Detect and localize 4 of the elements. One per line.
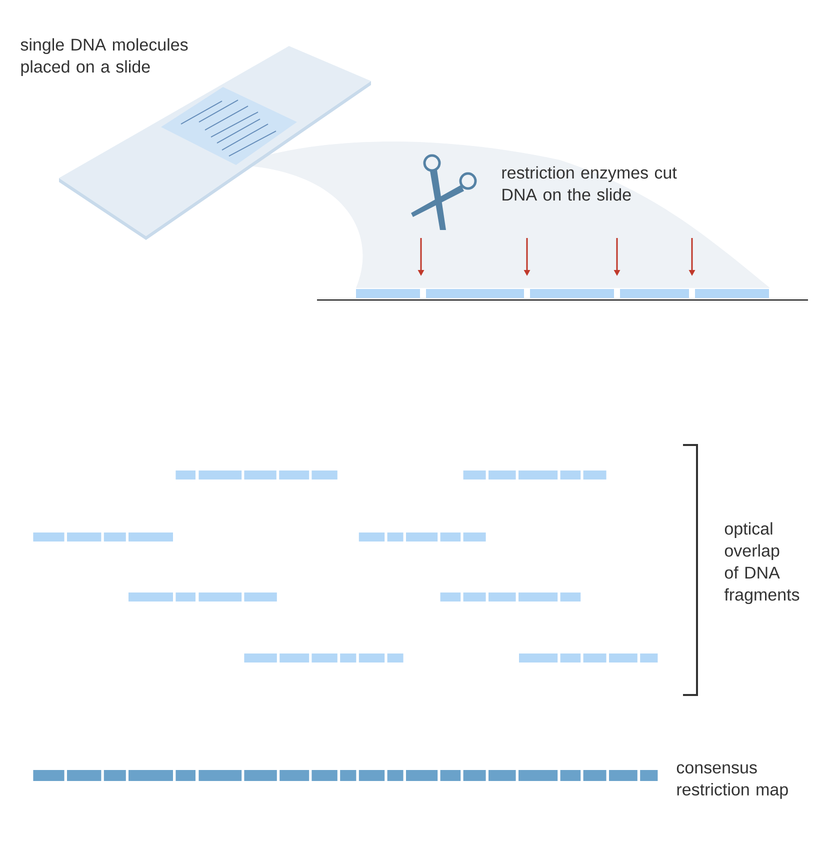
caption-text: consensus restriction map bbox=[676, 764, 788, 799]
caption-text: single DNA molecules placed on a slide bbox=[20, 38, 188, 76]
caption-text: restriction enzymes cut DNA on the slide bbox=[502, 166, 677, 201]
caption-text: optical overlap of DNA fragments bbox=[724, 522, 800, 604]
